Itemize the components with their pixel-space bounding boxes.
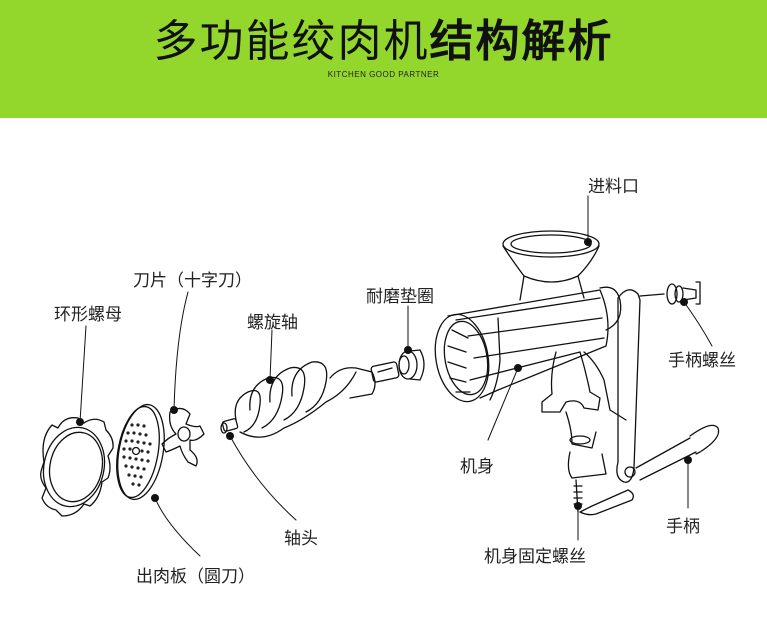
page-title: 多功能绞肉机结构解析 (0, 14, 767, 70)
label-shaft-head: 轴头 (284, 529, 318, 549)
subtitle: KITCHEN GOOD PARTNER (327, 70, 440, 79)
clamp-screw-drawing (567, 435, 634, 516)
label-feed-port: 进料口 (588, 177, 639, 197)
wear-washer-drawing (398, 349, 425, 381)
label-handle-screw: 手柄螺丝 (668, 351, 736, 371)
leader-lines (79, 195, 713, 557)
label-screw-shaft: 螺旋轴 (247, 313, 298, 333)
header-banner: 多功能绞肉机结构解析 KITCHEN GOOD PARTNER (0, 0, 767, 118)
label-wear-washer: 耐磨垫圈 (366, 287, 434, 307)
mincing-plate-drawing (116, 403, 165, 501)
screw-shaft-drawing (220, 361, 400, 438)
leader-dots (76, 238, 692, 510)
label-mincing-plate: 出肉板（圆刀） (136, 567, 255, 587)
label-ring-nut: 环形螺母 (54, 305, 122, 325)
crank-handle-drawing (616, 281, 720, 483)
ring-nut-drawing (40, 417, 114, 517)
label-handle: 手柄 (666, 517, 700, 537)
body-drawing (434, 230, 627, 449)
label-blade: 刀片（十字刀） (133, 271, 252, 291)
title-regular: 多功能绞肉机 (153, 16, 430, 67)
label-body: 机身 (460, 457, 494, 477)
label-body-fixing-screw: 机身固定螺丝 (484, 547, 586, 567)
cross-blade-drawing (161, 407, 205, 467)
title-bold: 结构解析 (429, 16, 614, 67)
